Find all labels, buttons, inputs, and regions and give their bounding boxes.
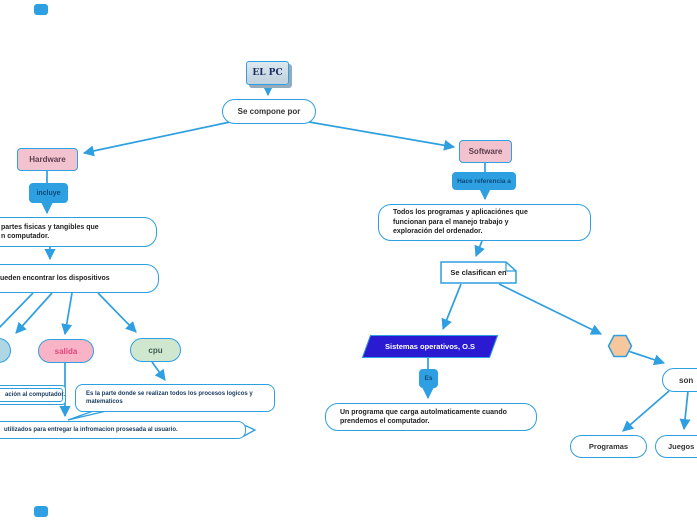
node-os-definition[interactable]: Un programa que carga autolmaticamente c…	[325, 403, 537, 431]
node-se-compone-por[interactable]: Se compone por	[222, 99, 316, 124]
connector-hexagon-son	[627, 350, 666, 366]
node-hardware-definition-text: partes fisicas y tangibles que n computa…	[1, 223, 99, 240]
connector-clasifican-os	[441, 283, 462, 331]
node-os-definition-text: Un programa que carga autolmaticamente c…	[340, 408, 507, 425]
connector-son-programas	[622, 390, 670, 432]
connector-clasifican-hexagon	[498, 283, 602, 335]
node-cpu[interactable]: cpu	[130, 338, 181, 362]
node-software-label: Software	[468, 147, 503, 156]
connector-dispositivos-salida	[61, 292, 73, 336]
node-hardware[interactable]: Hardware	[17, 148, 78, 171]
node-salida[interactable]: salida	[38, 339, 94, 363]
connector-son-juegos	[679, 390, 691, 431]
node-hardware-definition[interactable]: partes fisicas y tangibles que n computa…	[0, 217, 157, 247]
callout-cpu-description[interactable]: Es la parte donde se realizan todos los …	[75, 384, 275, 412]
relation-es-label: Es	[424, 375, 433, 382]
node-se-compone-por-label: Se compone por	[237, 107, 301, 116]
connector-dispositivos-cpu	[97, 292, 137, 333]
connector-compone-hardware	[82, 121, 231, 157]
node-se-clasifican-label: Se clasifican en	[450, 268, 507, 277]
node-hexagon[interactable]	[607, 334, 633, 358]
node-entrada-definition[interactable]: ación al computador.	[0, 385, 66, 405]
offscreen-node-stub-bottom[interactable]	[34, 506, 48, 517]
node-juegos[interactable]: Juegos	[655, 435, 697, 458]
node-son[interactable]: son	[662, 368, 697, 392]
offscreen-node-stub-top[interactable]	[34, 4, 48, 15]
node-software-definition[interactable]: Todos los programas y aplicaciónes que f…	[378, 204, 591, 241]
node-software-definition-text: Todos los programas y aplicaciónes que f…	[393, 209, 528, 236]
node-hardware-label: Hardware	[29, 155, 66, 164]
relation-hace-referencia[interactable]: Hace referencia a	[452, 172, 516, 190]
node-entrada-definition-text: ación al computador.	[5, 392, 66, 398]
node-se-clasifican[interactable]: Se clasifican en	[440, 261, 517, 284]
relation-hace-referencia-label: Hace referencia a	[457, 177, 511, 185]
node-software[interactable]: Software	[459, 140, 512, 163]
node-son-label: son	[679, 375, 694, 385]
hexagon-icon	[607, 334, 633, 358]
node-juegos-label: Juegos	[668, 442, 695, 451]
relation-incluye-label: incluye	[36, 189, 61, 197]
node-el-pc[interactable]: EL PC	[246, 61, 289, 85]
node-cpu-label: cpu	[148, 345, 163, 355]
relation-incluye[interactable]: incluye	[29, 183, 68, 203]
connector-dispositivos-entrada	[15, 292, 53, 334]
callout-salida-description-text: utilizados para entregar la infromacion …	[4, 426, 178, 433]
connector-swdef-clasifican	[474, 240, 485, 258]
callout-salida-description[interactable]: utilizados para entregar la infromacion …	[0, 421, 246, 439]
node-dispositivos[interactable]: ueden encontrar los dispositivos	[0, 264, 159, 293]
node-entrada-definition-inner: ación al computador.	[0, 388, 66, 402]
relation-es[interactable]: Es	[419, 369, 438, 388]
callout-cpu-description-text: Es la parte donde se realizan todos los …	[86, 390, 253, 405]
note-shape	[440, 261, 517, 284]
node-sistemas-operativos[interactable]: Sistemas operativos, O.S	[361, 335, 499, 358]
node-programas[interactable]: Programas	[570, 435, 647, 458]
connector-dispositivos-offscreen	[0, 292, 34, 329]
node-dispositivos-text: ueden encontrar los dispositivos	[0, 274, 110, 282]
node-el-pc-label: EL PC	[252, 68, 283, 78]
node-programas-label: Programas	[588, 442, 629, 451]
connector-compone-software	[308, 121, 456, 151]
connector-cpu-callout	[151, 361, 166, 381]
node-salida-label: salida	[54, 346, 78, 356]
node-sistemas-operativos-label: Sistemas operativos, O.S	[384, 342, 476, 351]
